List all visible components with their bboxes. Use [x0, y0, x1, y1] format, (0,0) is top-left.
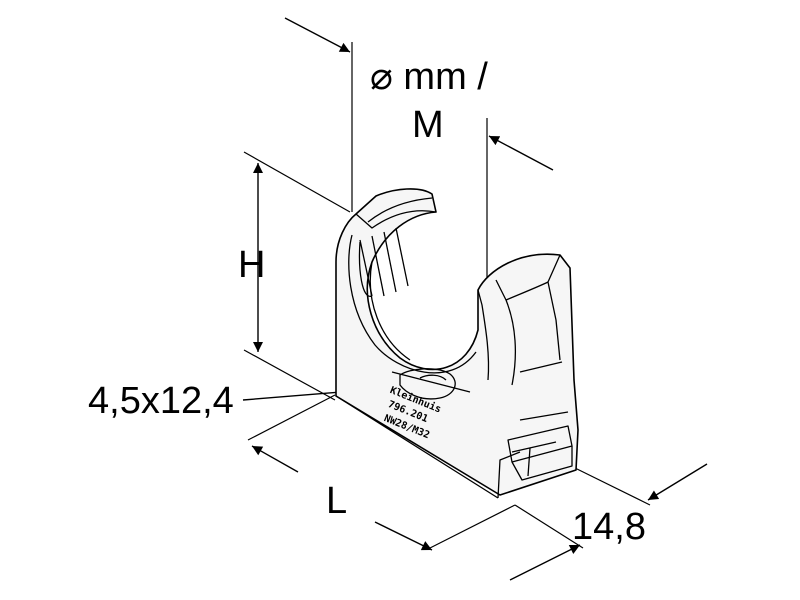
width-arrow-top: [647, 463, 708, 501]
thread-label: M: [412, 104, 444, 146]
clip-detail-lines: [335, 197, 573, 499]
diameter-arrow-left: [284, 17, 351, 53]
height-label: H: [238, 244, 266, 286]
length-arrow-right: [374, 521, 433, 551]
width-arrow-bottom: [509, 544, 581, 581]
width-label: 14,8: [572, 506, 646, 548]
diameter-arrow-right: [488, 135, 554, 171]
cable-clip-body: [335, 188, 579, 496]
dimension-arrows: [242, 17, 708, 581]
diameter-label: ⌀ mm /: [370, 56, 488, 98]
clip-outline: [335, 188, 579, 496]
slot-size-label: 4,5x12,4: [88, 380, 234, 422]
length-arrow-left: [251, 445, 299, 473]
length-label: L: [326, 480, 348, 522]
extension-lines: [243, 42, 651, 549]
